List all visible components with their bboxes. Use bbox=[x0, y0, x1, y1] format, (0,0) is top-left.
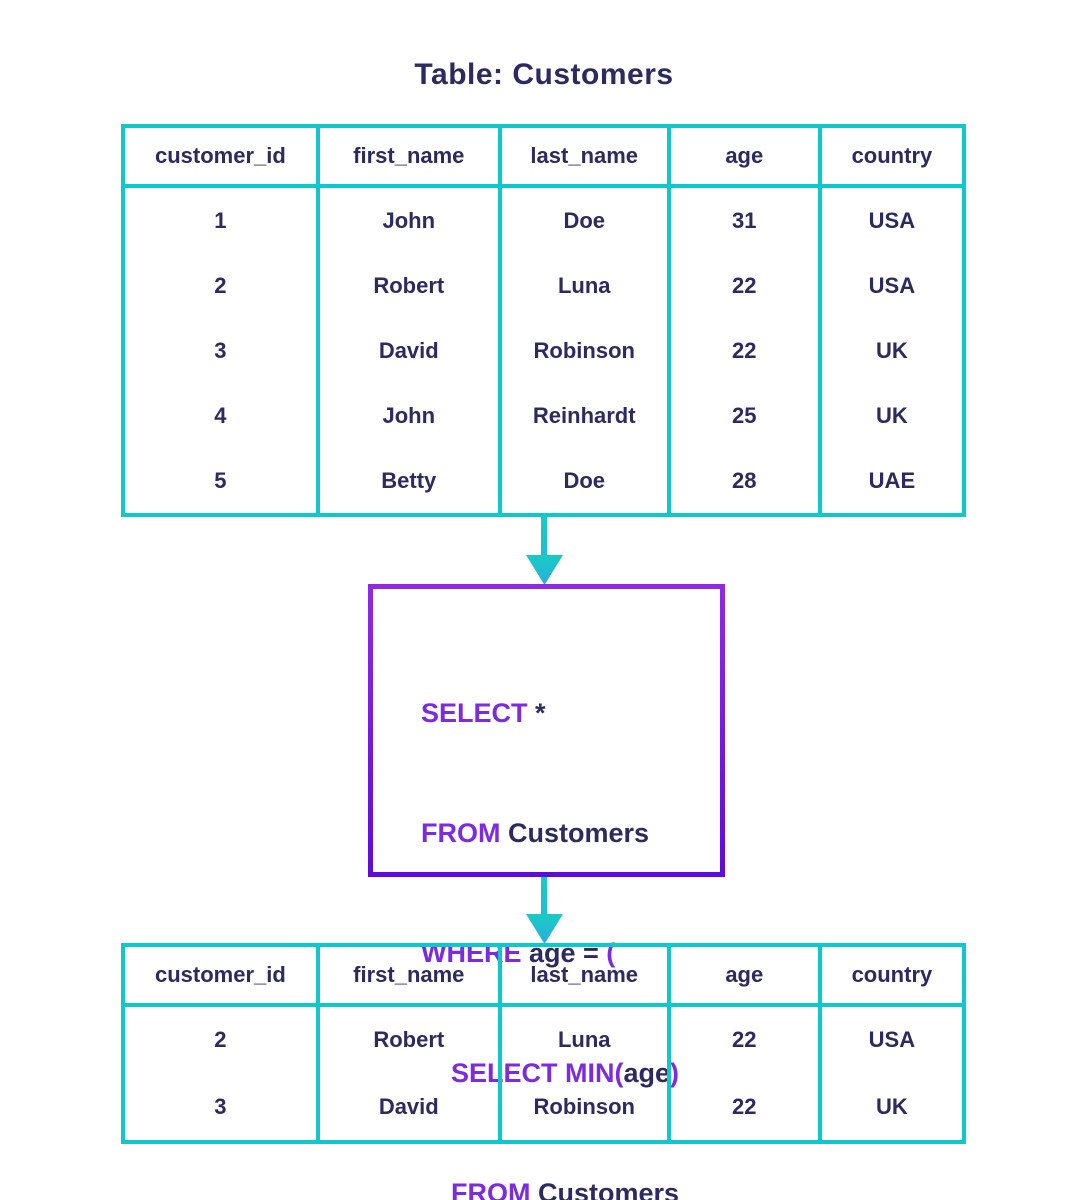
sql-segment: SELECT bbox=[421, 698, 528, 728]
table-cell: 22 bbox=[671, 1007, 822, 1074]
table-cell: 5 bbox=[125, 448, 320, 513]
header-cell: country bbox=[821, 128, 962, 188]
sql-segment: ) bbox=[670, 1058, 680, 1088]
table-cell: UK bbox=[876, 337, 908, 363]
table-cell: Doe bbox=[502, 448, 671, 513]
sql-query-box: SELECT * FROM Customers WHERE age = ( SE… bbox=[368, 584, 725, 1200]
header-cell: country bbox=[821, 947, 962, 1007]
table-cell: 25 bbox=[671, 383, 822, 448]
sql-segment: Customers bbox=[500, 818, 650, 848]
table-cell: UK bbox=[876, 1093, 908, 1119]
header-cell: first_name bbox=[319, 947, 502, 1007]
table-cell: 22 bbox=[671, 253, 822, 318]
sql-segment: SELECT MIN( bbox=[451, 1058, 624, 1088]
table-cell: Reinhardt bbox=[502, 383, 671, 448]
table-cell: David bbox=[320, 1073, 502, 1140]
table-cell: John bbox=[320, 188, 502, 253]
table-cell: Robinson bbox=[502, 1073, 671, 1140]
table-title: Table: Customers bbox=[414, 58, 674, 91]
table-cell: USA bbox=[868, 1027, 916, 1053]
customers-table: customer_id first_name last_name age cou… bbox=[121, 124, 966, 517]
result-table: customer_id first_name last_name age cou… bbox=[121, 943, 966, 1144]
table-cell: Luna bbox=[502, 253, 671, 318]
sql-segment: ( bbox=[606, 938, 616, 968]
header-cell: last_name bbox=[501, 128, 671, 188]
sql-segment: age bbox=[623, 1058, 671, 1088]
sql-code-line: SELECT * bbox=[421, 693, 720, 733]
sql-code-line: FROM Customers bbox=[421, 1173, 720, 1200]
sql-segment: Customers bbox=[530, 1178, 680, 1200]
table-cell: 28 bbox=[671, 448, 822, 513]
sql-segment: * bbox=[527, 698, 546, 728]
table-cell: USA bbox=[868, 272, 916, 298]
table-cell: Doe bbox=[502, 188, 671, 253]
arrow-down-line bbox=[541, 517, 547, 558]
header-cell: customer_id bbox=[125, 128, 320, 188]
header-cell: age bbox=[670, 947, 822, 1007]
table-cell: 31 bbox=[671, 188, 822, 253]
arrow-down-icon bbox=[526, 555, 563, 585]
table-cell: Robert bbox=[320, 253, 502, 318]
table-cell: 2 bbox=[125, 1007, 320, 1074]
table-cell: Robert bbox=[320, 1007, 502, 1074]
header-cell: age bbox=[670, 128, 822, 188]
table-cell: Robinson bbox=[502, 318, 671, 383]
sql-segment: FROM bbox=[421, 818, 501, 848]
table-cell: David bbox=[320, 318, 502, 383]
table-cell: USA bbox=[868, 207, 916, 233]
table-cell: 4 bbox=[125, 383, 320, 448]
table-cell: UAE bbox=[868, 467, 916, 493]
header-cell: last_name bbox=[501, 947, 671, 1007]
table-cell: UK bbox=[876, 402, 908, 428]
table-cell: John bbox=[320, 383, 502, 448]
sql-segment: FROM bbox=[451, 1178, 531, 1200]
sql-code-line: SELECT MIN(age) bbox=[421, 1053, 720, 1093]
table-cell: 3 bbox=[125, 1073, 320, 1140]
arrow-down-line bbox=[541, 877, 547, 916]
table-cell: 22 bbox=[671, 1073, 822, 1140]
table-cell: 2 bbox=[125, 253, 320, 318]
header-cell: first_name bbox=[319, 128, 502, 188]
header-cell: customer_id bbox=[125, 947, 320, 1007]
table-cell: 3 bbox=[125, 318, 320, 383]
sql-segment bbox=[421, 1178, 451, 1200]
table-cell: Luna bbox=[502, 1007, 671, 1074]
table-cell: Betty bbox=[320, 448, 502, 513]
table-cell: 1 bbox=[125, 188, 320, 253]
sql-code-line: FROM Customers bbox=[421, 813, 720, 853]
table-cell: 22 bbox=[671, 318, 822, 383]
